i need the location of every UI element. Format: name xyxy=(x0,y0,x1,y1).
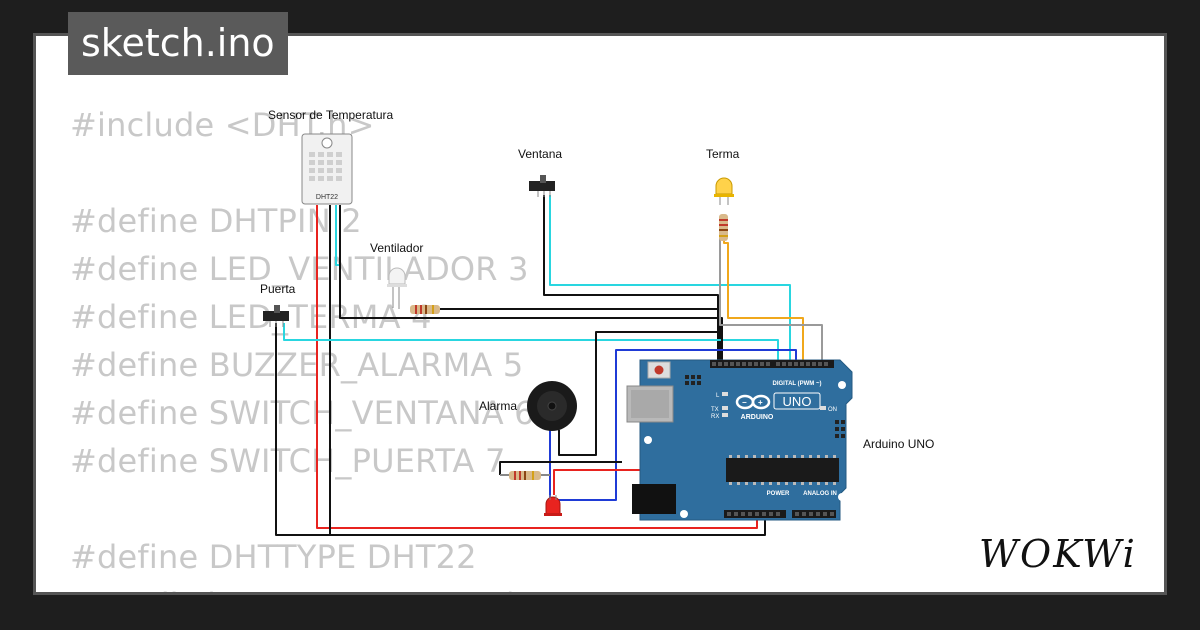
arduino-model: UNO xyxy=(783,394,812,409)
dht22-sensor[interactable]: DHT22 xyxy=(301,133,353,205)
led-label-on: ON xyxy=(828,407,837,413)
ventilador-led[interactable] xyxy=(387,267,407,309)
wire-cyan xyxy=(335,205,340,266)
terma-label: Terma xyxy=(706,147,740,161)
alarma-label: Alarma xyxy=(479,399,518,413)
alarma-resistor[interactable] xyxy=(500,471,550,480)
wokwi-logo[interactable]: WOKWi xyxy=(975,522,1150,582)
wire-cyan xyxy=(549,195,791,360)
diagram-canvas[interactable]: #include <DHT.h> #define DHTPIN 2 #defin… xyxy=(33,33,1167,595)
alarma-led[interactable] xyxy=(544,495,562,516)
wire-black xyxy=(440,308,721,360)
dht22-model-label: DHT22 xyxy=(316,194,338,201)
svg-text:−: − xyxy=(742,398,747,407)
terma-resistor[interactable] xyxy=(719,214,728,241)
wire-orange xyxy=(723,235,804,360)
wire-blue xyxy=(549,349,797,501)
wire-gray xyxy=(719,235,823,360)
analog-header-label: ANALOG IN xyxy=(803,491,837,497)
terma-led[interactable] xyxy=(714,177,734,205)
ventana-switch[interactable] xyxy=(529,175,555,197)
wire-black xyxy=(543,195,719,360)
led-label-tx: TX xyxy=(711,407,719,413)
alarma-buzzer[interactable] xyxy=(527,381,577,431)
file-tab-title[interactable]: sketch.ino xyxy=(68,12,288,75)
ventilador-label: Ventilador xyxy=(370,241,424,255)
puerta-switch[interactable] xyxy=(263,305,289,327)
wire-black xyxy=(275,323,330,536)
svg-text:+: + xyxy=(758,398,763,407)
code-line: #define BUZZER_ALARMA 5 xyxy=(70,346,524,384)
code-line: #define DHTPIN 2 xyxy=(70,202,362,240)
ventana-label: Ventana xyxy=(518,147,563,161)
power-header-label: POWER xyxy=(767,491,790,497)
code-line: DHT dht(DHTPIN, DHTTYPE); xyxy=(70,586,530,592)
led-label-l: L xyxy=(716,393,720,399)
code-line: #define LED_VENTILADOR 3 xyxy=(70,250,529,288)
arduino-uno-board[interactable]: DIGITAL (PWM ~) − + UNO ARDUINO L TX RX … xyxy=(626,359,853,521)
code-line: #define LED_TERMA 4 xyxy=(70,298,432,336)
arduino-brand: ARDUINO xyxy=(741,414,774,421)
code-line: #define DHTTYPE DHT22 xyxy=(70,538,477,576)
sensor-label: Sensor de Temperatura xyxy=(268,108,394,122)
arduino-label: Arduino UNO xyxy=(863,437,935,451)
ventilador-resistor[interactable] xyxy=(410,305,440,314)
led-label-rx: RX xyxy=(711,414,719,420)
code-line: #define SWITCH_VENTANA 6 xyxy=(70,394,535,432)
wire-black xyxy=(499,461,622,475)
wire-cyan xyxy=(283,323,779,360)
puerta-label: Puerta xyxy=(260,282,296,296)
digital-header-label: DIGITAL (PWM ~) xyxy=(773,381,822,387)
wokwi-logo-text: WOKWi xyxy=(979,532,1137,576)
wire-black xyxy=(558,331,723,456)
arduino-infinity-logo xyxy=(735,394,771,410)
